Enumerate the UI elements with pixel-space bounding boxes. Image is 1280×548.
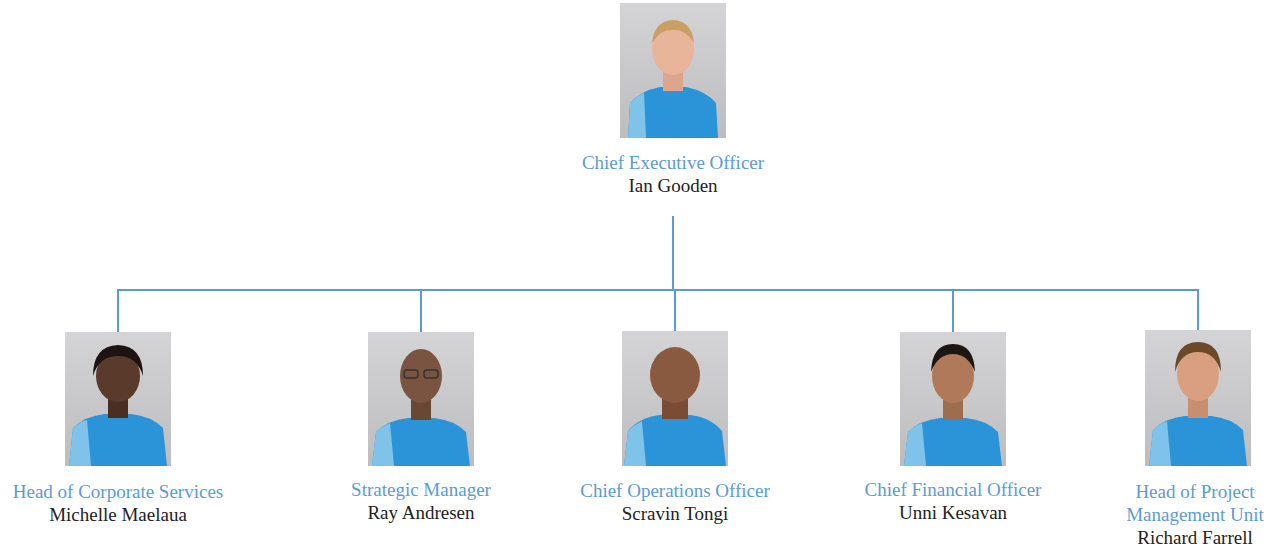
org-person-node: Chief Executive OfficerIan Gooden [579, 3, 768, 198]
portrait-photo [1145, 330, 1251, 466]
person-name: Ian Gooden [579, 174, 768, 198]
person-name: Richard Farrell [1113, 526, 1277, 548]
role-title: Head of Project Management Unit [1113, 480, 1277, 526]
role-title: Chief Operations Officer [577, 479, 773, 502]
role-title: Strategic Manager [348, 478, 494, 501]
org-person-node: Strategic ManagerRay Andresen [348, 332, 494, 525]
portrait-photo [622, 331, 728, 466]
reporting-line [673, 216, 953, 332]
person-name: Unni Kesavan [862, 501, 1045, 525]
role-title: Chief Executive Officer [579, 151, 768, 174]
role-title: Head of Corporate Services [10, 480, 227, 503]
person-name: Michelle Maelaua [10, 503, 227, 527]
person-name: Ray Andresen [348, 501, 494, 525]
reporting-line [118, 216, 673, 332]
portrait-photo [368, 332, 474, 466]
portrait-photo [620, 3, 726, 138]
org-person-node: Head of Project Management UnitRichard F… [1113, 330, 1277, 548]
person-name: Scravin Tongi [577, 502, 773, 526]
portrait-photo [900, 332, 1006, 466]
portrait-photo [65, 332, 171, 466]
reporting-line [673, 216, 1198, 330]
org-person-node: Head of Corporate ServicesMichelle Maela… [10, 332, 227, 527]
org-person-node: Chief Financial OfficerUnni Kesavan [862, 332, 1045, 525]
role-title: Chief Financial Officer [862, 478, 1045, 501]
org-person-node: Chief Operations OfficerScravin Tongi [577, 331, 773, 526]
reporting-line [421, 216, 673, 332]
